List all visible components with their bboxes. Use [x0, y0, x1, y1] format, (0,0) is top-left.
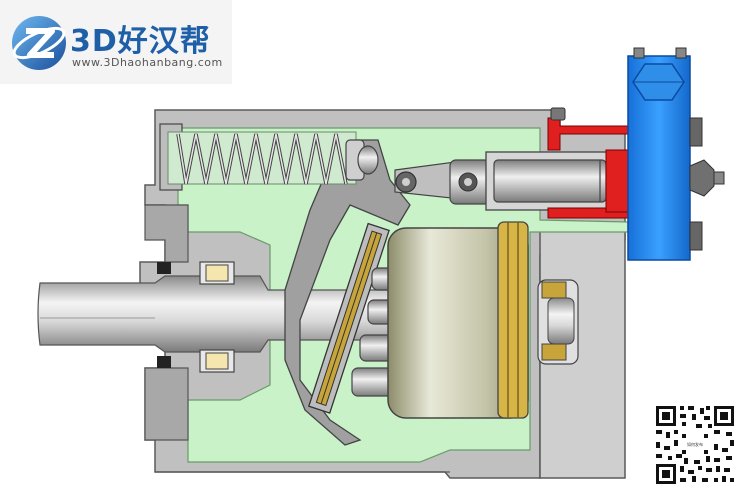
control-oil-passage — [547, 107, 629, 219]
qr-code-icon — [654, 404, 736, 486]
front-flange-top — [144, 204, 189, 263]
qr-label: 如何发布 — [684, 440, 706, 450]
return-spring — [159, 123, 379, 191]
logo-url: www.3Dhaohanbang.com — [72, 56, 223, 69]
control-valve-block — [627, 47, 725, 261]
seal-top — [157, 262, 171, 274]
front-flange-bottom — [144, 367, 189, 441]
front-bearing — [199, 261, 235, 373]
logo-z-mark-icon — [12, 16, 66, 70]
swashplate-disc — [308, 222, 390, 414]
logo-title: 3D好汉帮 — [70, 24, 211, 59]
valve-plate — [497, 221, 529, 419]
swashplate-cradle — [284, 139, 411, 446]
rear-bearing — [537, 279, 579, 365]
seal-bottom — [157, 356, 171, 368]
control-piston — [394, 151, 609, 211]
qr-code[interactable]: 如何发布 — [654, 404, 736, 486]
brand-logo[interactable]: 3D好汉帮 www.3Dhaohanbang.com — [0, 0, 232, 84]
